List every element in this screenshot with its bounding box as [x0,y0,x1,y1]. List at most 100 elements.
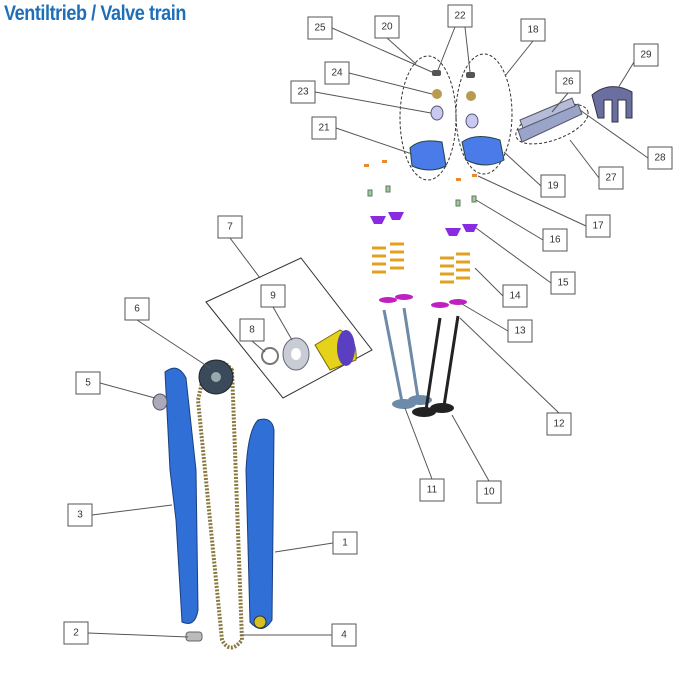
callout-box [633,43,659,67]
callout-27: 27 [598,166,624,190]
callout-28: 28 [647,146,673,170]
callout-number: 24 [331,68,343,79]
callout-number: 25 [314,23,326,34]
callout-box [124,297,150,321]
callout-box [520,18,546,42]
callout-number: 16 [549,235,561,246]
group-18-outline [455,53,513,175]
valve-springs [372,242,470,284]
callout-box [63,621,89,645]
callout-18: 18 [520,18,546,42]
callout-number: 10 [483,487,495,498]
callout-8: 8 [239,318,265,342]
callout-number: 23 [297,87,309,98]
callout-box [546,412,572,436]
callout-6: 6 [124,297,150,321]
callout-number: 28 [654,153,666,164]
part-2-pin [185,631,203,642]
callout-box [585,214,611,238]
callout-number: 5 [85,378,91,389]
group-20-outline [399,55,457,181]
callout-2: 2 [63,621,89,645]
callout-number: 9 [270,291,276,302]
callout-number: 29 [640,50,652,61]
part-5-bushing [152,393,168,411]
callout-number: 11 [427,485,438,496]
leader-lines [87,26,649,638]
callout-number: 27 [605,173,617,184]
callout-13: 13 [507,319,533,343]
callout-1: 1 [332,531,358,555]
chain-guide-rail [164,367,199,624]
title-german: Ventiltrieb [4,2,87,25]
timing-chain [195,359,245,650]
callout-19: 19 [540,174,566,198]
callout-box [75,371,101,395]
callout-29: 29 [633,43,659,67]
callout-number: 26 [562,77,574,88]
callout-box [476,480,502,504]
callout-number: 17 [592,221,604,232]
callout-box [507,319,533,343]
callout-box [332,531,358,555]
callout-box [542,228,568,252]
callout-number: 12 [553,419,565,430]
callout-23: 23 [290,80,316,104]
callout-11: 11 [419,478,445,502]
callout-number: 7 [227,222,233,233]
callout-box [217,215,243,239]
callout-9: 9 [260,284,286,308]
diagram-title: Ventiltrieb / Valve train [4,2,186,26]
callout-number: 2 [73,628,79,639]
callout-box [598,166,624,190]
callout-number: 22 [454,11,466,22]
callout-number: 14 [509,291,521,302]
title-english: Valve train [100,2,186,25]
callout-7: 7 [217,215,243,239]
callout-3: 3 [67,503,93,527]
callout-box [307,16,333,40]
callout-number: 3 [77,510,83,521]
callout-number: 19 [547,181,559,192]
part-19-rocker [461,136,505,166]
callout-box [311,116,337,140]
callout-number: 18 [527,25,539,36]
callout-box [550,271,576,295]
callout-box [374,15,400,39]
callout-box [447,4,473,28]
callout-10: 10 [476,480,502,504]
callout-26: 26 [555,70,581,94]
title-separator: / [86,2,101,25]
callout-box [647,146,673,170]
callout-number: 13 [514,326,526,337]
callout-16: 16 [542,228,568,252]
callout-5: 5 [75,371,101,395]
callout-number: 4 [341,630,347,641]
callouts: 1234567891011121314151617181920212223242… [63,4,673,647]
callout-number: 15 [557,278,569,289]
part-7-assembly-frame [205,257,373,399]
callout-box [324,61,350,85]
callout-number: 21 [318,123,330,134]
callout-box [239,318,265,342]
callout-number: 6 [134,304,140,315]
callout-15: 15 [550,271,576,295]
chain-tensioner-rail [245,418,275,629]
callout-number: 1 [342,538,348,549]
callout-20: 20 [374,15,400,39]
callout-box [540,174,566,198]
callout-17: 17 [585,214,611,238]
callout-box [502,284,528,308]
callout-box [67,503,93,527]
part-29-clip [591,86,633,123]
callout-14: 14 [502,284,528,308]
callout-22: 22 [447,4,473,28]
part-21-rocker [409,140,447,171]
callout-24: 24 [324,61,350,85]
callout-4: 4 [331,623,357,647]
callout-number: 20 [381,22,393,33]
callout-25: 25 [307,16,333,40]
part-8-ring [261,347,279,365]
parts [152,53,633,650]
